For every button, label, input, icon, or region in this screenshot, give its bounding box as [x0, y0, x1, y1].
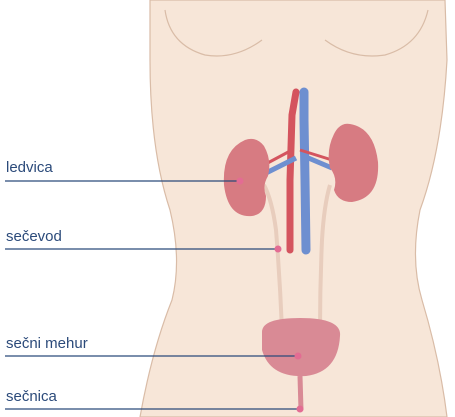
pointer-dot-ureter	[275, 246, 282, 253]
label-urethra: sečnica	[6, 388, 57, 406]
label-ureter: sečevod	[6, 228, 62, 246]
label-kidney: ledvica	[6, 159, 53, 177]
label-bladder: sečni mehur	[6, 335, 88, 353]
urethra-tube	[300, 376, 301, 410]
pointer-dot-kidney	[237, 178, 244, 185]
pointer-dot-bladder	[295, 353, 302, 360]
pointer-dot-urethra	[297, 406, 304, 413]
vena-cava	[304, 92, 306, 250]
